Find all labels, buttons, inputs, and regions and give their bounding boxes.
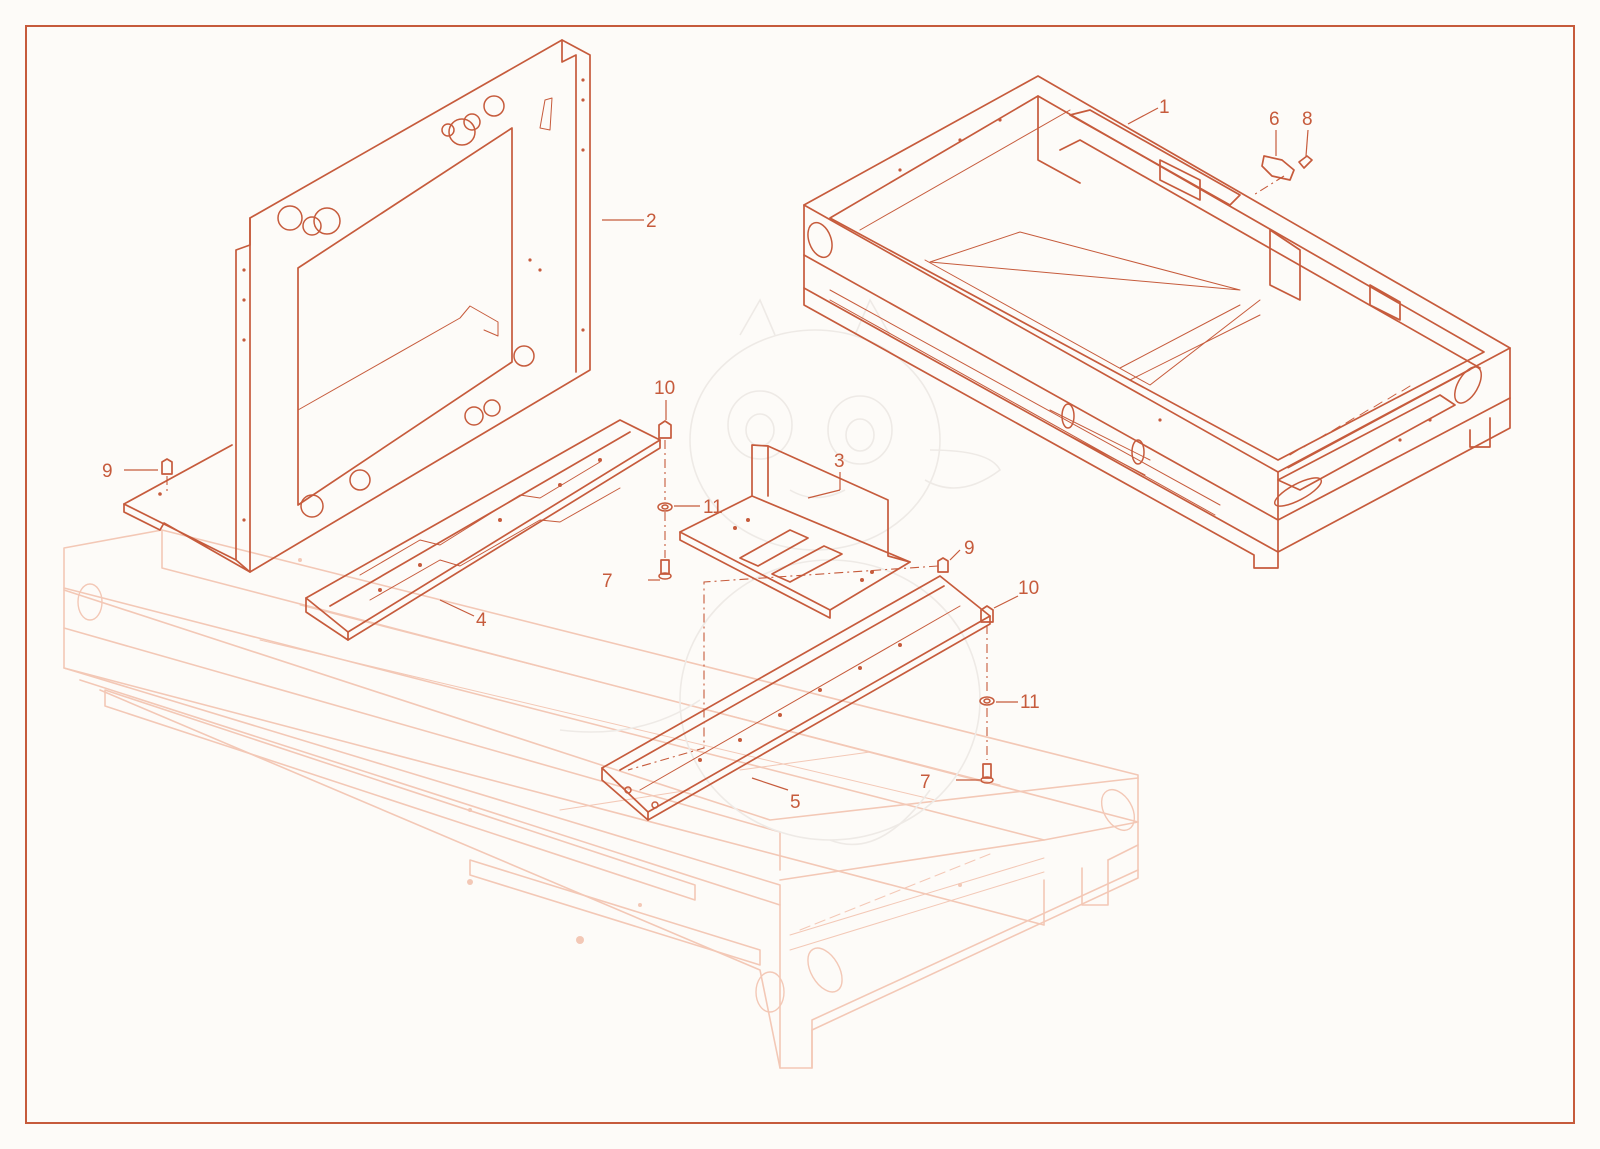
callout-6: 6 xyxy=(1269,109,1280,130)
callout-10-left: 10 xyxy=(654,378,675,399)
callout-labels: 1 2 3 4 5 6 7 7 8 9 9 10 10 11 11 xyxy=(102,97,1313,813)
callout-11-right: 11 xyxy=(1020,692,1040,713)
callout-5: 5 xyxy=(790,792,801,813)
drawing-border xyxy=(25,25,1575,1124)
callout-2: 2 xyxy=(646,211,657,232)
part-5-right-rail xyxy=(601,575,991,821)
callout-7-right: 7 xyxy=(920,772,931,793)
ghost-base-frame xyxy=(63,529,1139,1069)
callout-9-left: 9 xyxy=(102,461,113,482)
callout-11-left: 11 xyxy=(703,497,723,518)
hardware xyxy=(161,155,1313,784)
part-1-top-frame xyxy=(803,75,1511,569)
leader-lines xyxy=(124,107,1309,791)
callout-3: 3 xyxy=(834,451,845,472)
callout-1: 1 xyxy=(1159,97,1170,118)
callout-8: 8 xyxy=(1302,109,1313,130)
part-3-bracket xyxy=(679,444,911,619)
callout-10-right: 10 xyxy=(1018,578,1039,599)
part-2-upright-panel xyxy=(123,39,591,573)
callout-7-left: 7 xyxy=(602,571,613,592)
part-4-left-rail xyxy=(305,419,661,641)
callout-4: 4 xyxy=(476,610,487,631)
callout-9-right: 9 xyxy=(964,538,975,559)
